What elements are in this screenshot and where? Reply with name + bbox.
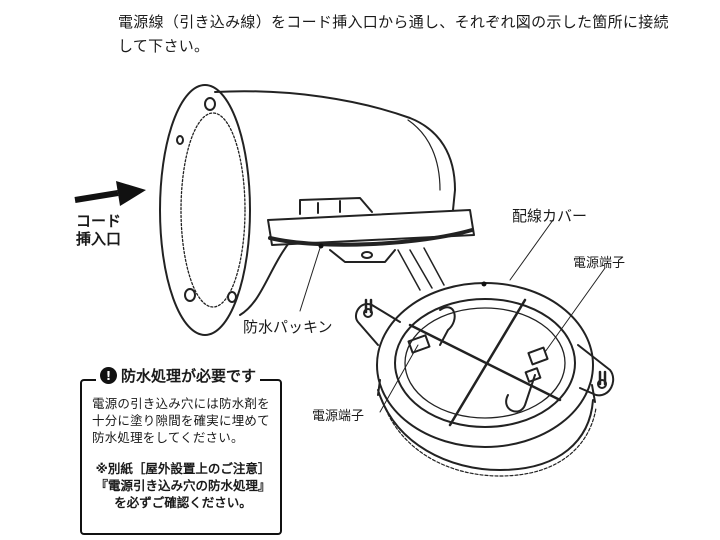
terminal-right-leader: [544, 267, 606, 353]
notice-title-text: 防水処理が必要です: [121, 367, 257, 385]
terminal-right-label: 電源端子: [573, 256, 626, 271]
terminal-left-label: 電源端子: [312, 409, 365, 424]
wall-flange: [159, 84, 251, 336]
cord-inlet-label: コード 挿入口: [76, 212, 121, 248]
notice-ref-line2: 『電源引き込み穴の防水処理』: [95, 478, 271, 493]
cord-inlet-label-line1: コード: [76, 212, 122, 230]
wiring-cover: [354, 282, 615, 477]
notice-box: [80, 379, 282, 535]
waterproof-gasket-label: 防水パッキン: [243, 318, 333, 336]
notice-body: 電源の引き込み穴には防水剤を十分に塗り隙間を確実に埋めて防水処理をしてください。: [92, 396, 270, 445]
gasket-leader: [299, 247, 321, 312]
wiring-cover-label: 配線カバー: [512, 207, 588, 225]
insert-arrow-icon: [74, 181, 146, 206]
terminal-left-leader: [379, 344, 419, 413]
notice-reference: ※別紙［屋外設置上のご注意］ 『電源引き込み穴の防水処理』 を必ずご確認ください…: [88, 460, 278, 511]
gasket: [267, 197, 475, 263]
notice-title: ! 防水処理が必要です: [96, 365, 261, 386]
elbow-body: [214, 90, 456, 316]
cord-inlet-label-line2: 挿入口: [76, 230, 122, 248]
instruction-text: 電源線（引き込み線）をコード挿入口から通し、それぞれ図の示した箇所に接続して下さ…: [118, 13, 669, 55]
cover-leader: [509, 219, 554, 281]
notice-ref-line1: ※別紙［屋外設置上のご注意］: [95, 461, 271, 476]
exclamation-icon: !: [100, 367, 117, 384]
notice-ref-line3: を必ずご確認ください。: [114, 495, 252, 510]
cable: [397, 247, 445, 291]
